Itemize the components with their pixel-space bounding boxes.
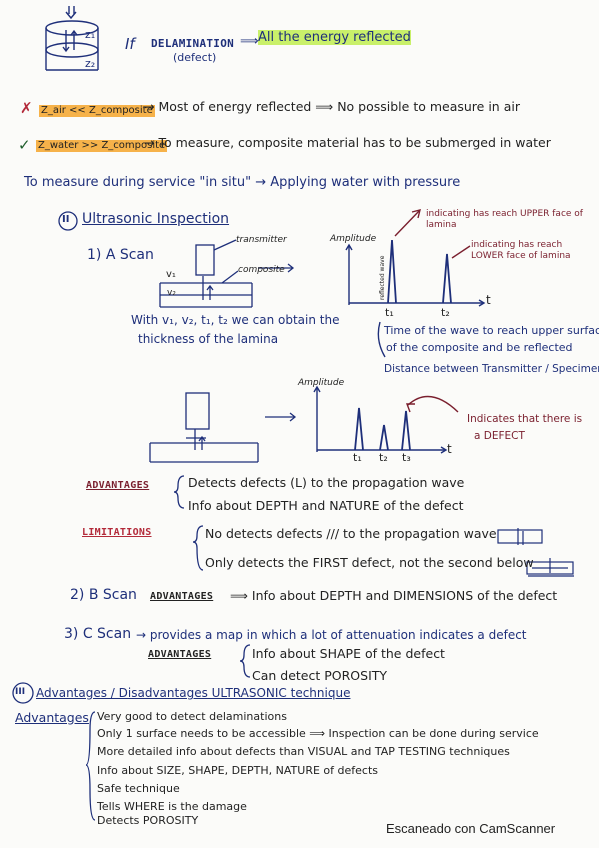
section-circles bbox=[12, 211, 78, 704]
delamination-label: DELAMINATION bbox=[151, 37, 235, 50]
b-scan-title: 2) B Scan bbox=[70, 587, 137, 603]
time-note-2: of the composite and be reflected bbox=[386, 341, 573, 354]
advantages-3-label: Advantages bbox=[15, 710, 89, 725]
upper-face-note: indicating has reach UPPER face of lamin… bbox=[426, 209, 583, 230]
defect-paren: (defect) bbox=[173, 51, 217, 64]
t-axis-label-2: t bbox=[447, 442, 452, 456]
implies-arrow: ⟹ bbox=[240, 34, 259, 49]
defect-specimen-sketch bbox=[149, 392, 297, 463]
limitation-sketches bbox=[497, 528, 574, 577]
t-axis-label: t bbox=[486, 293, 491, 307]
section-3-title: Advantages / Disadvantages ULTRASONIC te… bbox=[36, 686, 351, 700]
time-note-1: Time of the wave to reach upper surface bbox=[384, 324, 599, 337]
a-scan-chart bbox=[345, 209, 486, 358]
section-2-num: II bbox=[62, 214, 70, 225]
c-scan-line2: Can detect POROSITY bbox=[252, 668, 388, 683]
braces bbox=[85, 475, 251, 821]
all-reflected: All the energy reflected bbox=[258, 30, 411, 45]
t1-label-2: t₁ bbox=[353, 451, 362, 464]
a-scan-title: 1) A Scan bbox=[87, 247, 154, 263]
cross-mark: ✗ bbox=[20, 99, 33, 117]
advantages-a-label: ADVANTAGES bbox=[86, 480, 150, 491]
section-3-num: III bbox=[15, 687, 26, 697]
with-v-line: With v₁, v₂, t₁, t₂ we can obtain the bbox=[131, 313, 340, 327]
z-air-eq: Z_air << Z_composite bbox=[39, 105, 155, 117]
limitations-a-label: LIMITATIONS bbox=[82, 527, 152, 538]
thickness-line: thickness of the lamina bbox=[138, 332, 279, 346]
t1-label: t₁ bbox=[385, 306, 394, 319]
advantages-a-line2: Info about DEPTH and NATURE of the defec… bbox=[188, 498, 464, 513]
all-reflected-text: All the energy reflected bbox=[258, 30, 411, 45]
t3-label-2: t₃ bbox=[402, 451, 411, 464]
if-word: If bbox=[125, 35, 135, 53]
c-scan-text: → provides a map in which a lot of atten… bbox=[136, 628, 527, 642]
z-water-eq: Z_water >> Z_composite bbox=[36, 140, 168, 152]
section-2-title: Ultrasonic Inspection bbox=[82, 211, 230, 227]
amplitude-label: Amplitude bbox=[330, 234, 377, 244]
check-mark: ✓ bbox=[18, 136, 31, 154]
defect-chart bbox=[313, 385, 459, 454]
composite-label: composite bbox=[238, 265, 285, 275]
impedance-line1: → Most of energy reflected ⟹ No possible… bbox=[144, 99, 520, 114]
adv-item-4: Info about SIZE, SHAPE, DEPTH, NATURE of… bbox=[97, 764, 378, 777]
reflected-wave-label: reflected wave bbox=[379, 255, 386, 300]
defect-note-2: a DEFECT bbox=[474, 430, 525, 442]
advantages-a-line1: Detects defects (L) to the propagation w… bbox=[188, 475, 465, 490]
adv-item-7: Detects POROSITY bbox=[97, 814, 199, 827]
distance-note: Distance between Transmitter / Specimen bbox=[384, 363, 599, 375]
lower-face-note: indicating has reach LOWER face of lamin… bbox=[471, 240, 571, 261]
v2-label: v₂ bbox=[167, 288, 176, 298]
z1-label: z₁ bbox=[85, 28, 96, 41]
interface-sketch bbox=[45, 6, 99, 71]
adv-item-5: Safe technique bbox=[97, 782, 180, 795]
adv-item-1: Very good to detect delaminations bbox=[97, 710, 287, 723]
defect-note-1: Indicates that there is bbox=[467, 413, 583, 425]
in-situ-line: To measure during service "in situ" → Ap… bbox=[24, 175, 461, 190]
t2-label-2: t₂ bbox=[379, 451, 388, 464]
b-scan-adv-label: ADVANTAGES bbox=[150, 591, 214, 602]
adv-item-2: Only 1 surface needs to be accessible ⟹ … bbox=[97, 727, 539, 740]
amplitude-label-2: Amplitude bbox=[298, 378, 345, 388]
transmitter-label: transmitter bbox=[236, 235, 287, 245]
adv-item-6: Tells WHERE is the damage bbox=[97, 800, 247, 813]
t2-label: t₂ bbox=[441, 306, 450, 319]
v1-label: v₁ bbox=[166, 269, 176, 280]
c-scan-adv-label: ADVANTAGES bbox=[148, 649, 212, 660]
a-scan-specimen-sketch bbox=[159, 239, 295, 308]
impedance-line2: → To measure, composite material has to … bbox=[144, 135, 551, 150]
c-scan-title: 3) C Scan bbox=[64, 626, 132, 642]
b-scan-text: ⟹ Info about DEPTH and DIMENSIONS of the… bbox=[230, 588, 558, 603]
limitations-a-line2: Only detects the FIRST defect, not the s… bbox=[205, 555, 534, 570]
adv-item-3: More detailed info about defects than VI… bbox=[97, 745, 510, 758]
z2-label: z₂ bbox=[85, 57, 96, 70]
camscanner-watermark: Escaneado con CamScanner bbox=[386, 821, 556, 836]
limitations-a-line1: No detects defects /// to the propagatio… bbox=[205, 526, 497, 541]
c-scan-line1: Info about SHAPE of the defect bbox=[252, 646, 445, 661]
